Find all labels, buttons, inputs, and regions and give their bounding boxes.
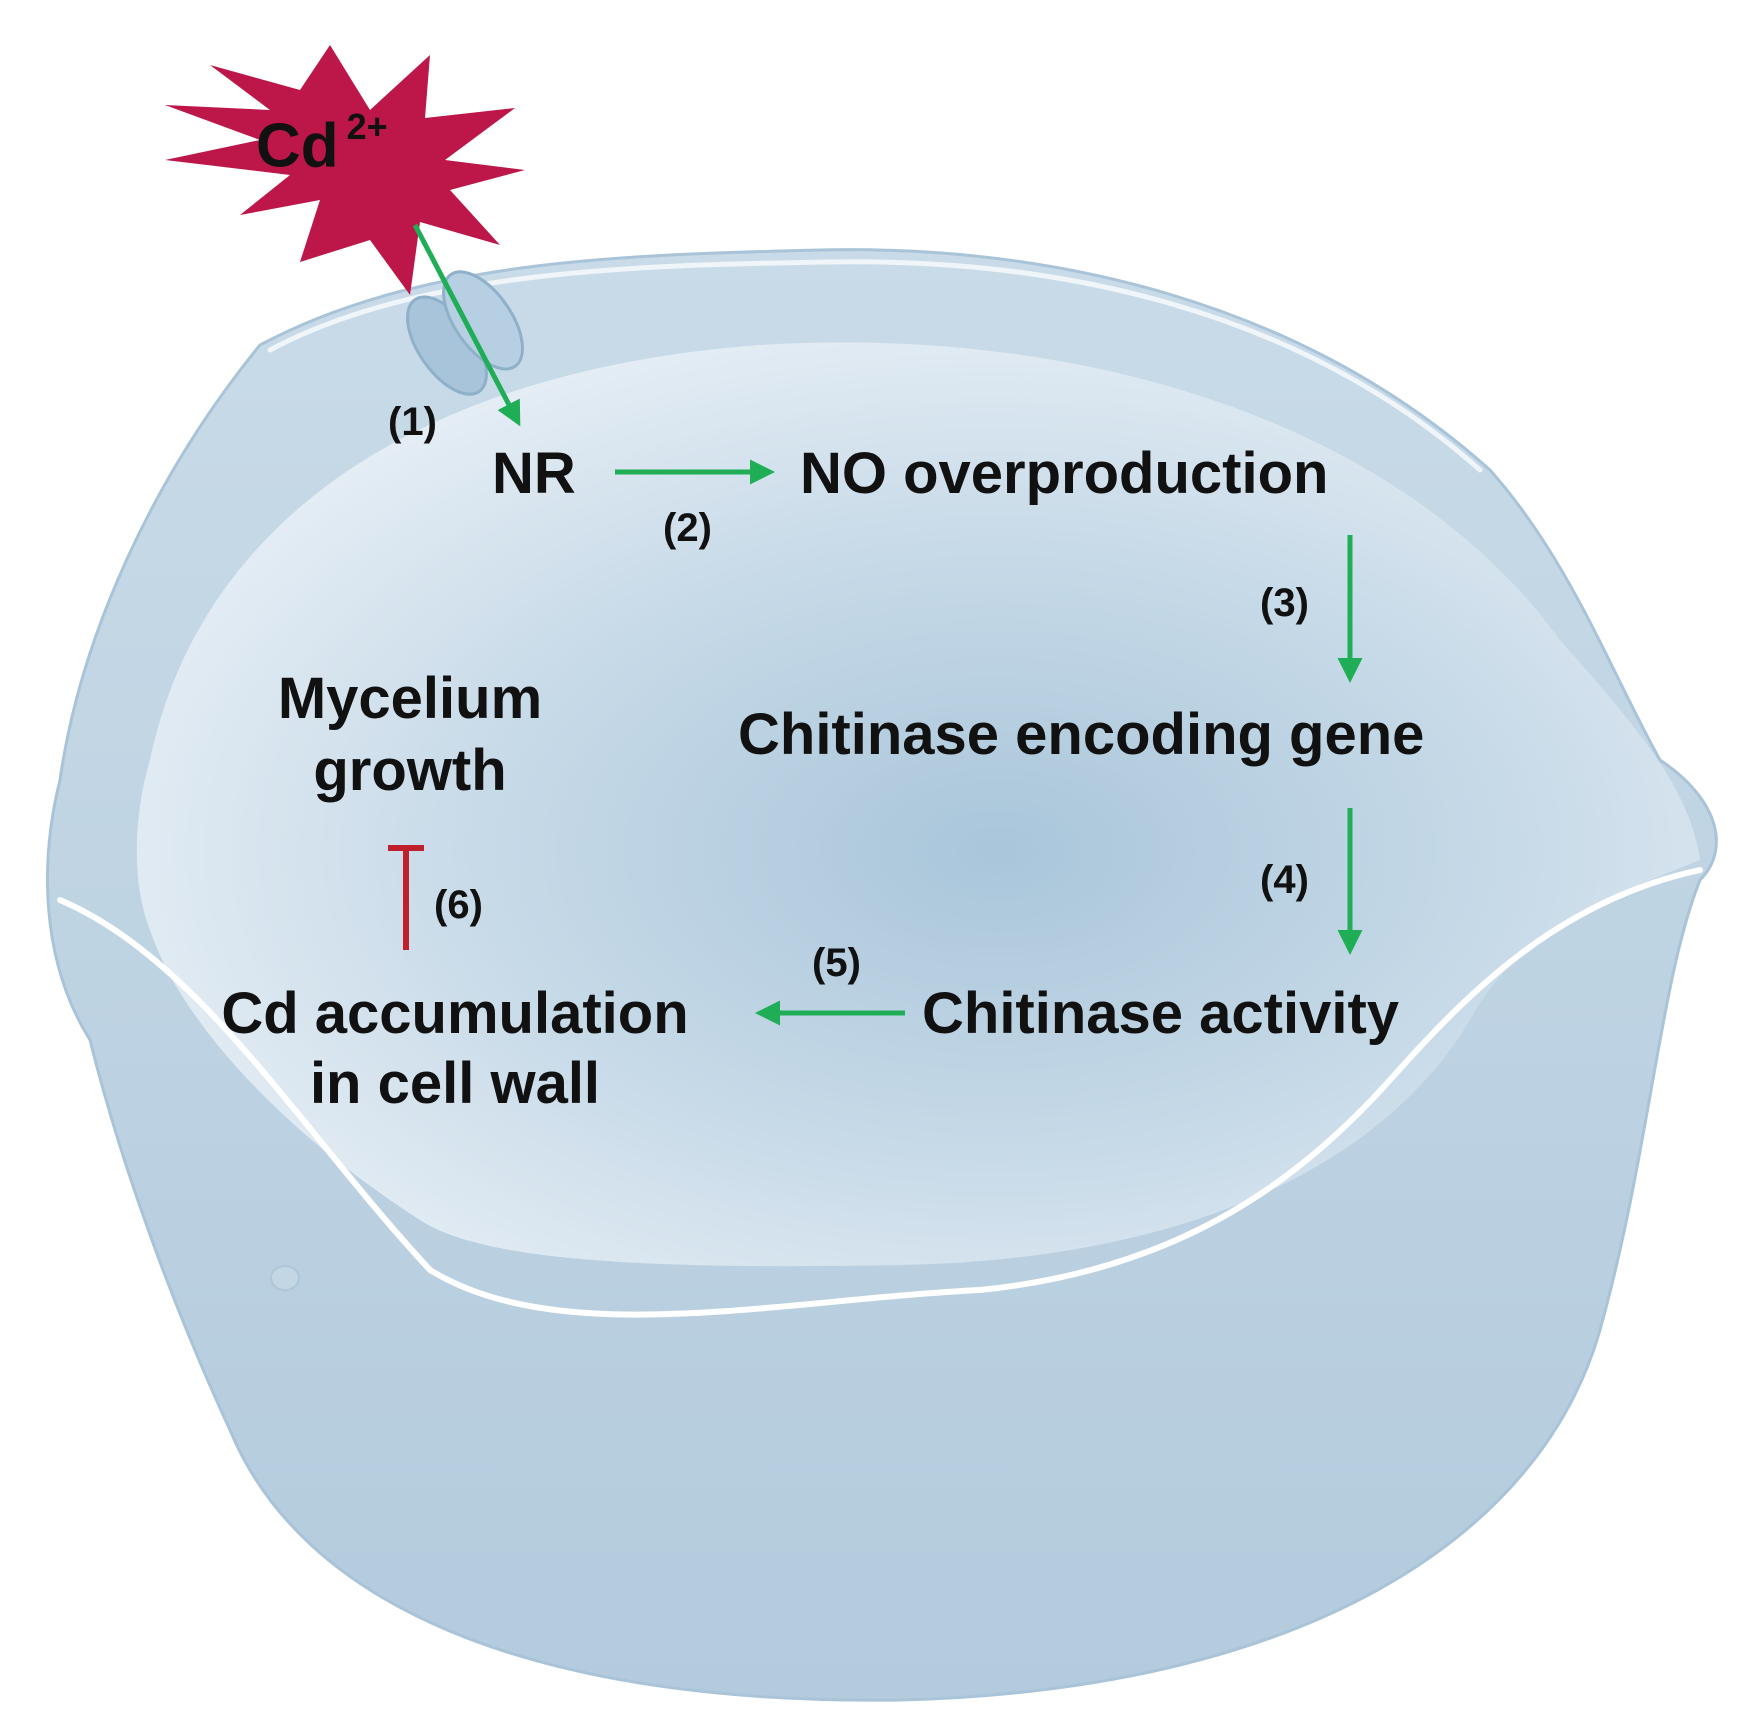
node-nr: NR	[492, 441, 576, 506]
fungal-cell-illustration	[46, 248, 1718, 1702]
step-label-2: (2)	[663, 506, 712, 550]
node-chitinase-gene: Chitinase encoding gene	[738, 702, 1425, 767]
step-label-1: (1)	[388, 400, 437, 444]
ion-symbol: Cd	[256, 111, 339, 181]
arrow-cd-to-nr	[412, 223, 521, 427]
activation-arrows	[412, 223, 1363, 1026]
cadmium-ion-starburst	[165, 45, 525, 295]
node-cd-accumulation: Cd accumulation in cell wall	[160, 985, 750, 1113]
step-label-3: (3)	[1260, 581, 1309, 625]
step-label-4: (4)	[1260, 858, 1309, 902]
mycelium-line2: growth	[313, 738, 507, 803]
cell-inner-surface	[136, 342, 1700, 1267]
cell-top-highlight	[267, 259, 1483, 473]
step-label-6: (6)	[434, 883, 483, 927]
cell-rim-highlight	[57, 867, 1703, 1318]
mycelium-line1: Mycelium	[277, 666, 543, 731]
node-chitinase-activity: Chitinase activity	[922, 981, 1400, 1046]
cell-vesicle	[270, 1265, 300, 1291]
cd-accumulation-line1: Cd accumulation	[221, 981, 689, 1046]
node-mycelium-growth: Mycelium growth	[220, 670, 600, 800]
cd-accumulation-line2: in cell wall	[309, 1051, 601, 1116]
membrane-channel-icon	[406, 270, 524, 396]
step-label-5: (5)	[812, 941, 861, 985]
node-no-overproduction: NO overproduction	[800, 441, 1329, 506]
inhibition-bar	[388, 845, 424, 950]
ion-charge: 2+	[346, 106, 388, 147]
